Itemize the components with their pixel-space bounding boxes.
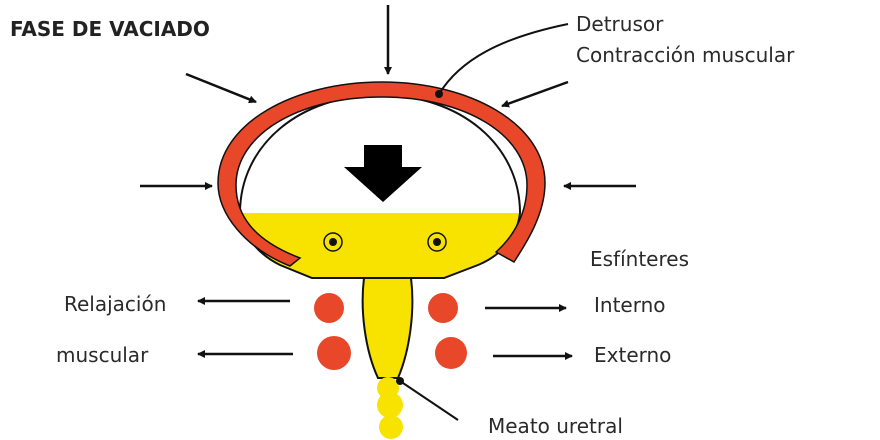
urine-drop (379, 415, 403, 439)
ureter-opening-left-dot (329, 238, 337, 246)
detrusor-label: Detrusor (576, 12, 664, 36)
urine-fill (240, 213, 520, 278)
relaxation-label: Relajación (64, 292, 166, 316)
urine-drop (377, 392, 403, 418)
external-sphincter-left (317, 336, 351, 370)
pressure-down-arrow (344, 145, 422, 202)
meato-leader-dot (396, 377, 404, 385)
diagram-title: FASE DE VACIADO (10, 17, 210, 41)
detrusor-leader-line (439, 24, 568, 94)
external-sphincter-label: Externo (594, 343, 671, 367)
compression-arrow-upper-right (502, 82, 568, 106)
contraction-label: Contracción muscular (576, 43, 795, 67)
detrusor-leader-dot (435, 90, 443, 98)
external-sphincter-right (435, 337, 467, 369)
compression-arrow-upper-left (186, 74, 256, 102)
urethral-meatus-label: Meato uretral (488, 414, 623, 438)
internal-sphincter-left (314, 293, 344, 323)
meato-leader-line (400, 381, 458, 420)
sphincters-label: Esfínteres (590, 247, 689, 271)
internal-sphincter-right (428, 293, 458, 323)
ureter-opening-right-dot (433, 238, 441, 246)
muscular-label: muscular (56, 343, 149, 367)
urethra (363, 278, 413, 378)
internal-sphincter-label: Interno (594, 293, 666, 317)
